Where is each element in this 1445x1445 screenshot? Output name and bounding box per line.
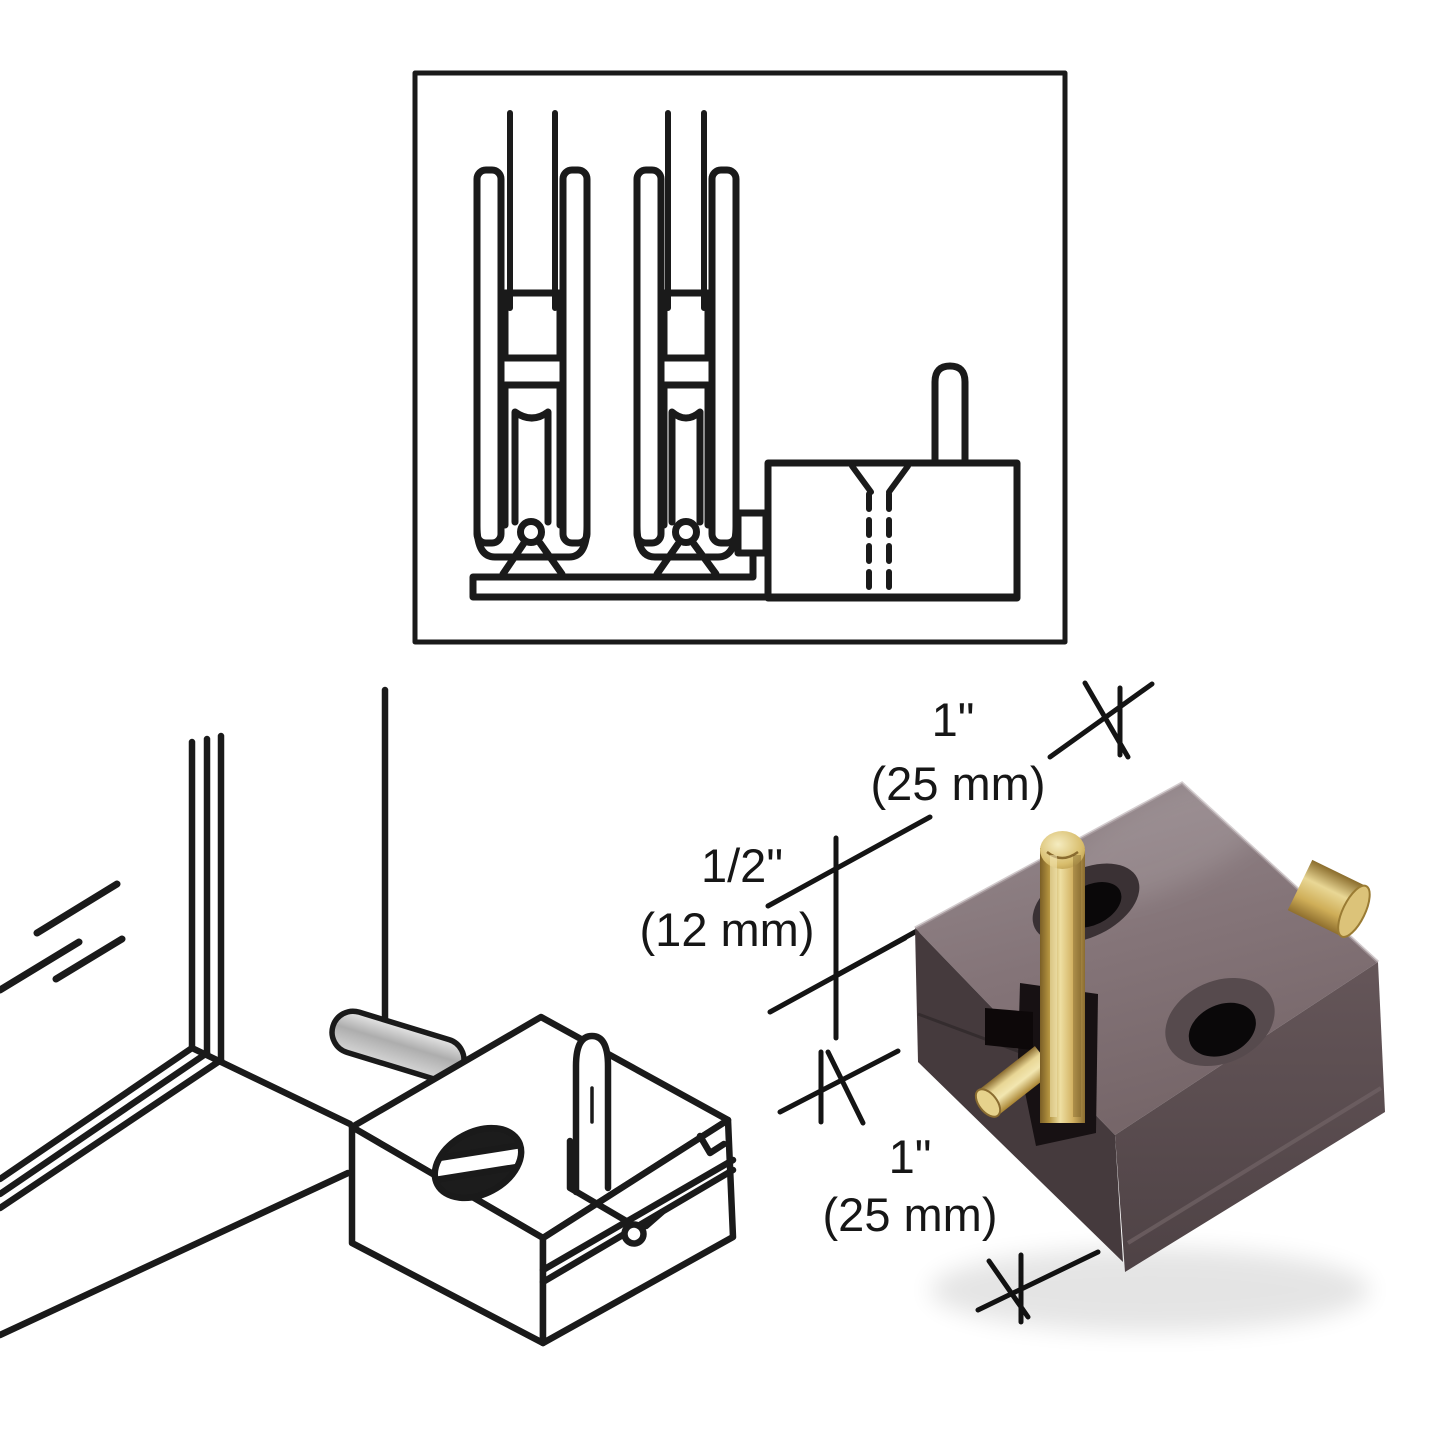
screw-hole-dashed xyxy=(866,491,892,595)
connector-block xyxy=(734,509,770,557)
catch-pin-side xyxy=(931,362,969,467)
dimension-width xyxy=(765,680,1155,909)
kerf-notch xyxy=(696,1132,728,1157)
dim-depth-metric-label: (25 mm) xyxy=(822,1188,998,1241)
product-photo xyxy=(914,774,1385,1332)
side-brass-pin xyxy=(1287,859,1371,938)
glass-hatch-marks xyxy=(0,880,126,994)
drop-shadow xyxy=(930,1248,1370,1332)
glass-panel-section-1 xyxy=(473,110,591,578)
glass-panel-section-2 xyxy=(633,110,740,578)
vertical-brass-pin xyxy=(1040,831,1085,1123)
body-right-face xyxy=(1115,962,1385,1272)
frame-corner-lines xyxy=(0,686,389,1339)
sill-top-edge xyxy=(188,1044,354,1128)
catch-side-view xyxy=(764,362,1021,602)
dimension-height xyxy=(767,835,938,1041)
screw-hole-lower xyxy=(1165,977,1275,1067)
vertical-pin-iso xyxy=(566,1032,666,1247)
countersink-lines xyxy=(849,463,911,495)
cross-section-inset xyxy=(412,70,1068,645)
isometric-installation-drawing xyxy=(0,686,737,1347)
dim-width-imperial-label: 1" xyxy=(931,693,975,746)
dim-width-metric-label: (25 mm) xyxy=(870,757,1046,810)
dim-depth-imperial-label: 1" xyxy=(888,1130,932,1183)
sill-front-edge xyxy=(0,1169,352,1339)
dim-height-imperial-label: 1/2" xyxy=(700,839,784,892)
dim-height-metric-label: (12 mm) xyxy=(639,903,815,956)
horizontal-brass-pin xyxy=(974,1046,1055,1118)
inset-border xyxy=(412,70,1068,645)
